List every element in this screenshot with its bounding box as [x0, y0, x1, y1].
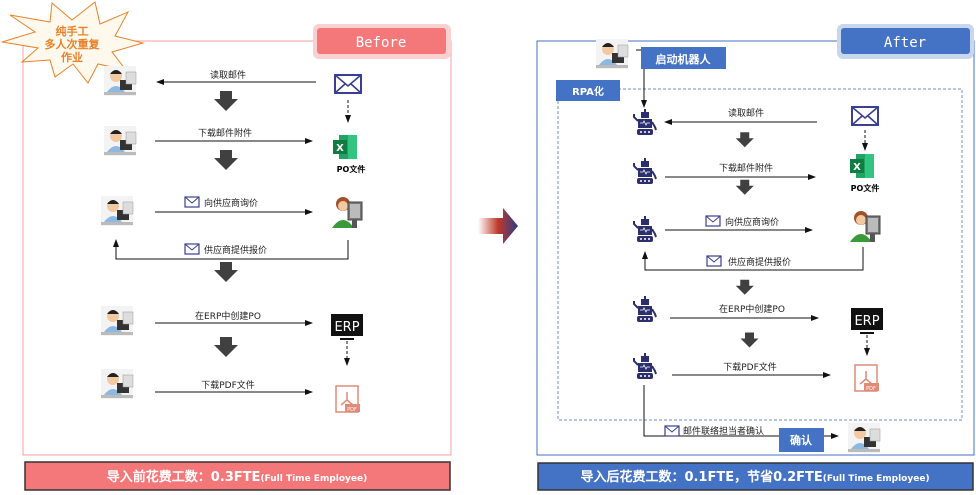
down-arrow-icon — [735, 179, 754, 195]
erp-icon: ERP — [851, 308, 883, 334]
happy-worker-icon — [595, 38, 629, 70]
down-arrow-icon — [214, 150, 238, 170]
step-label: 向供应商询价 — [204, 197, 258, 209]
start-robot-button: 启动机器人 — [641, 47, 726, 69]
step-label: 下载邮件附件 — [198, 127, 252, 139]
po-file-label: PO文件 — [337, 164, 366, 174]
before-panel — [22, 40, 452, 456]
robot-icon — [633, 215, 657, 243]
excel-icon — [850, 154, 874, 178]
down-arrow-icon — [214, 91, 238, 111]
po-file-label: PO文件 — [851, 183, 880, 193]
svg-text:PDF: PDF — [866, 386, 876, 392]
svg-text:ERP: ERP — [334, 320, 359, 335]
manual-work-burst: 纯手工 多人次重复 作业 — [1, 1, 145, 84]
transition-arrow-icon — [478, 208, 518, 244]
after-badge: After — [837, 24, 974, 59]
supplier-icon — [849, 210, 881, 243]
svg-text:ERP: ERP — [854, 314, 879, 329]
erp-icon: ERP — [331, 314, 363, 340]
robot-icon — [633, 108, 657, 136]
down-arrow-icon — [735, 279, 754, 295]
mail-icon — [334, 74, 362, 94]
supplier-icon — [331, 196, 363, 229]
pdf-icon: PDF — [854, 364, 879, 392]
down-arrow-icon — [735, 132, 754, 148]
worker-icon — [100, 195, 134, 227]
robot-icon — [633, 157, 657, 185]
mail-small-icon — [705, 215, 721, 227]
confirm-label: 确认 — [779, 428, 824, 452]
mail-small-icon — [184, 243, 200, 255]
step-label: 在ERP中创建PO — [195, 310, 261, 322]
rpa-label: RPA化 — [556, 80, 620, 101]
notify-label: 邮件联络担当者确认 — [683, 425, 764, 437]
robot-icon — [633, 295, 657, 323]
svg-text:纯手工: 纯手工 — [56, 24, 89, 38]
worker-icon — [103, 65, 137, 97]
mail-small-icon — [706, 255, 722, 267]
step-label: 读取邮件 — [210, 69, 246, 81]
pdf-icon: PDF — [335, 385, 360, 413]
worker-icon — [100, 305, 134, 337]
down-arrow-icon — [740, 332, 759, 348]
svg-text:导入前花费工数：0.3FTE(Full Time Emplo: 导入前花费工数：0.3FTE(Full Time Employee) — [107, 469, 367, 485]
svg-text:多人次重复: 多人次重复 — [45, 37, 101, 51]
step-label: 在ERP中创建PO — [719, 303, 785, 315]
rpa-area — [557, 88, 963, 421]
robot-icon — [633, 352, 657, 380]
down-arrow-icon — [214, 337, 238, 357]
mail-small-icon — [664, 425, 680, 437]
happy-worker-icon — [847, 422, 881, 454]
step-label: 下载PDF文件 — [201, 379, 255, 391]
svg-text:PDF: PDF — [347, 407, 357, 413]
step-label: 下载PDF文件 — [723, 361, 777, 373]
excel-icon — [333, 135, 357, 159]
step-label: 向供应商询价 — [725, 216, 779, 228]
svg-text:确认: 确认 — [790, 433, 813, 447]
after-banner: 导入后花费工数：0.1FTE，节省0.2FTE(Full Time Employ… — [537, 462, 974, 491]
step-label: 供应商提供报价 — [728, 256, 791, 268]
svg-text:Before: Before — [356, 35, 407, 51]
svg-text:RPA化: RPA化 — [572, 85, 604, 98]
step-label: 供应商提供报价 — [204, 244, 267, 256]
before-badge: Before — [313, 24, 451, 59]
after-panel — [536, 40, 975, 456]
svg-text:作业: 作业 — [61, 50, 83, 64]
worker-icon — [103, 125, 137, 157]
svg-text:After: After — [884, 35, 926, 51]
step-label: 读取邮件 — [728, 107, 764, 119]
worker-icon — [100, 368, 134, 400]
svg-text:导入后花费工数：0.1FTE，节省0.2FTE(Full T: 导入后花费工数：0.1FTE，节省0.2FTE(Full Time Employ… — [580, 469, 929, 485]
svg-text:启动机器人: 启动机器人 — [656, 52, 712, 66]
mail-small-icon — [184, 196, 200, 208]
step-label: 下载邮件附件 — [719, 162, 773, 174]
mail-icon — [851, 106, 879, 126]
down-arrow-icon — [214, 262, 238, 282]
before-banner: 导入前花费工数：0.3FTE(Full Time Employee) — [24, 461, 451, 491]
